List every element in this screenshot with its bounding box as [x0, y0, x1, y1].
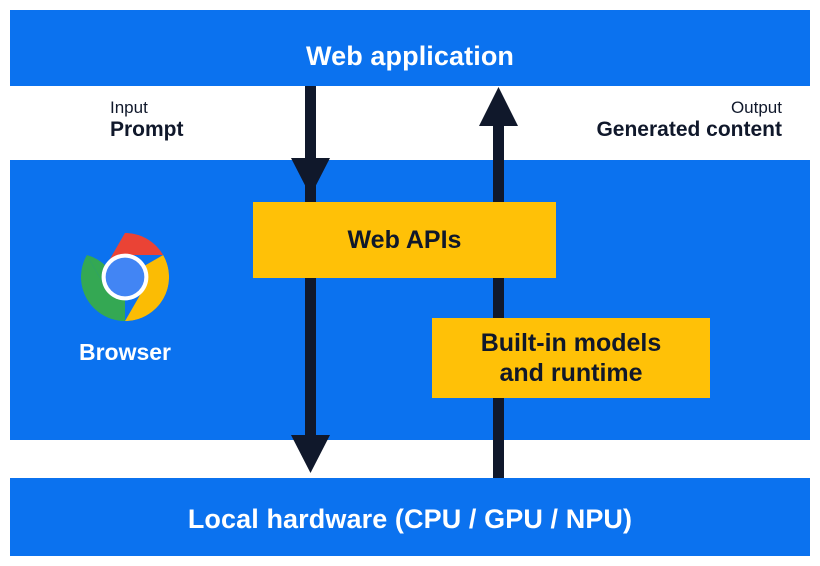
built-in-models-line1: Built-in models	[480, 328, 662, 357]
input-value-label: Prompt	[110, 118, 184, 142]
input-kind-label: Input	[110, 98, 148, 117]
built-in-models-box[interactable]: Built-in models and runtime	[432, 318, 710, 398]
local-hardware-label: Local hardware (CPU / GPU / NPU)	[187, 504, 633, 534]
chrome-logo-icon	[37, 232, 213, 327]
browser-caption: Browser	[78, 339, 172, 365]
local-hardware-band: Local hardware (CPU / GPU / NPU)	[10, 478, 810, 556]
output-kind-label: Output	[730, 98, 782, 117]
output-value-label: Generated content	[596, 118, 782, 142]
web-application-band: Web application	[10, 10, 810, 86]
browser-block: Browser	[37, 232, 213, 364]
web-apis-box[interactable]: Web APIs	[253, 202, 556, 278]
built-in-models-label: Built-in models and runtime	[481, 328, 662, 389]
input-label-group: Input Prompt	[110, 98, 184, 143]
web-apis-label: Web APIs	[347, 225, 462, 254]
built-in-models-line2: and runtime	[499, 359, 643, 387]
web-application-label: Web application	[305, 41, 515, 71]
output-label-group: Output Generated content	[596, 98, 782, 143]
